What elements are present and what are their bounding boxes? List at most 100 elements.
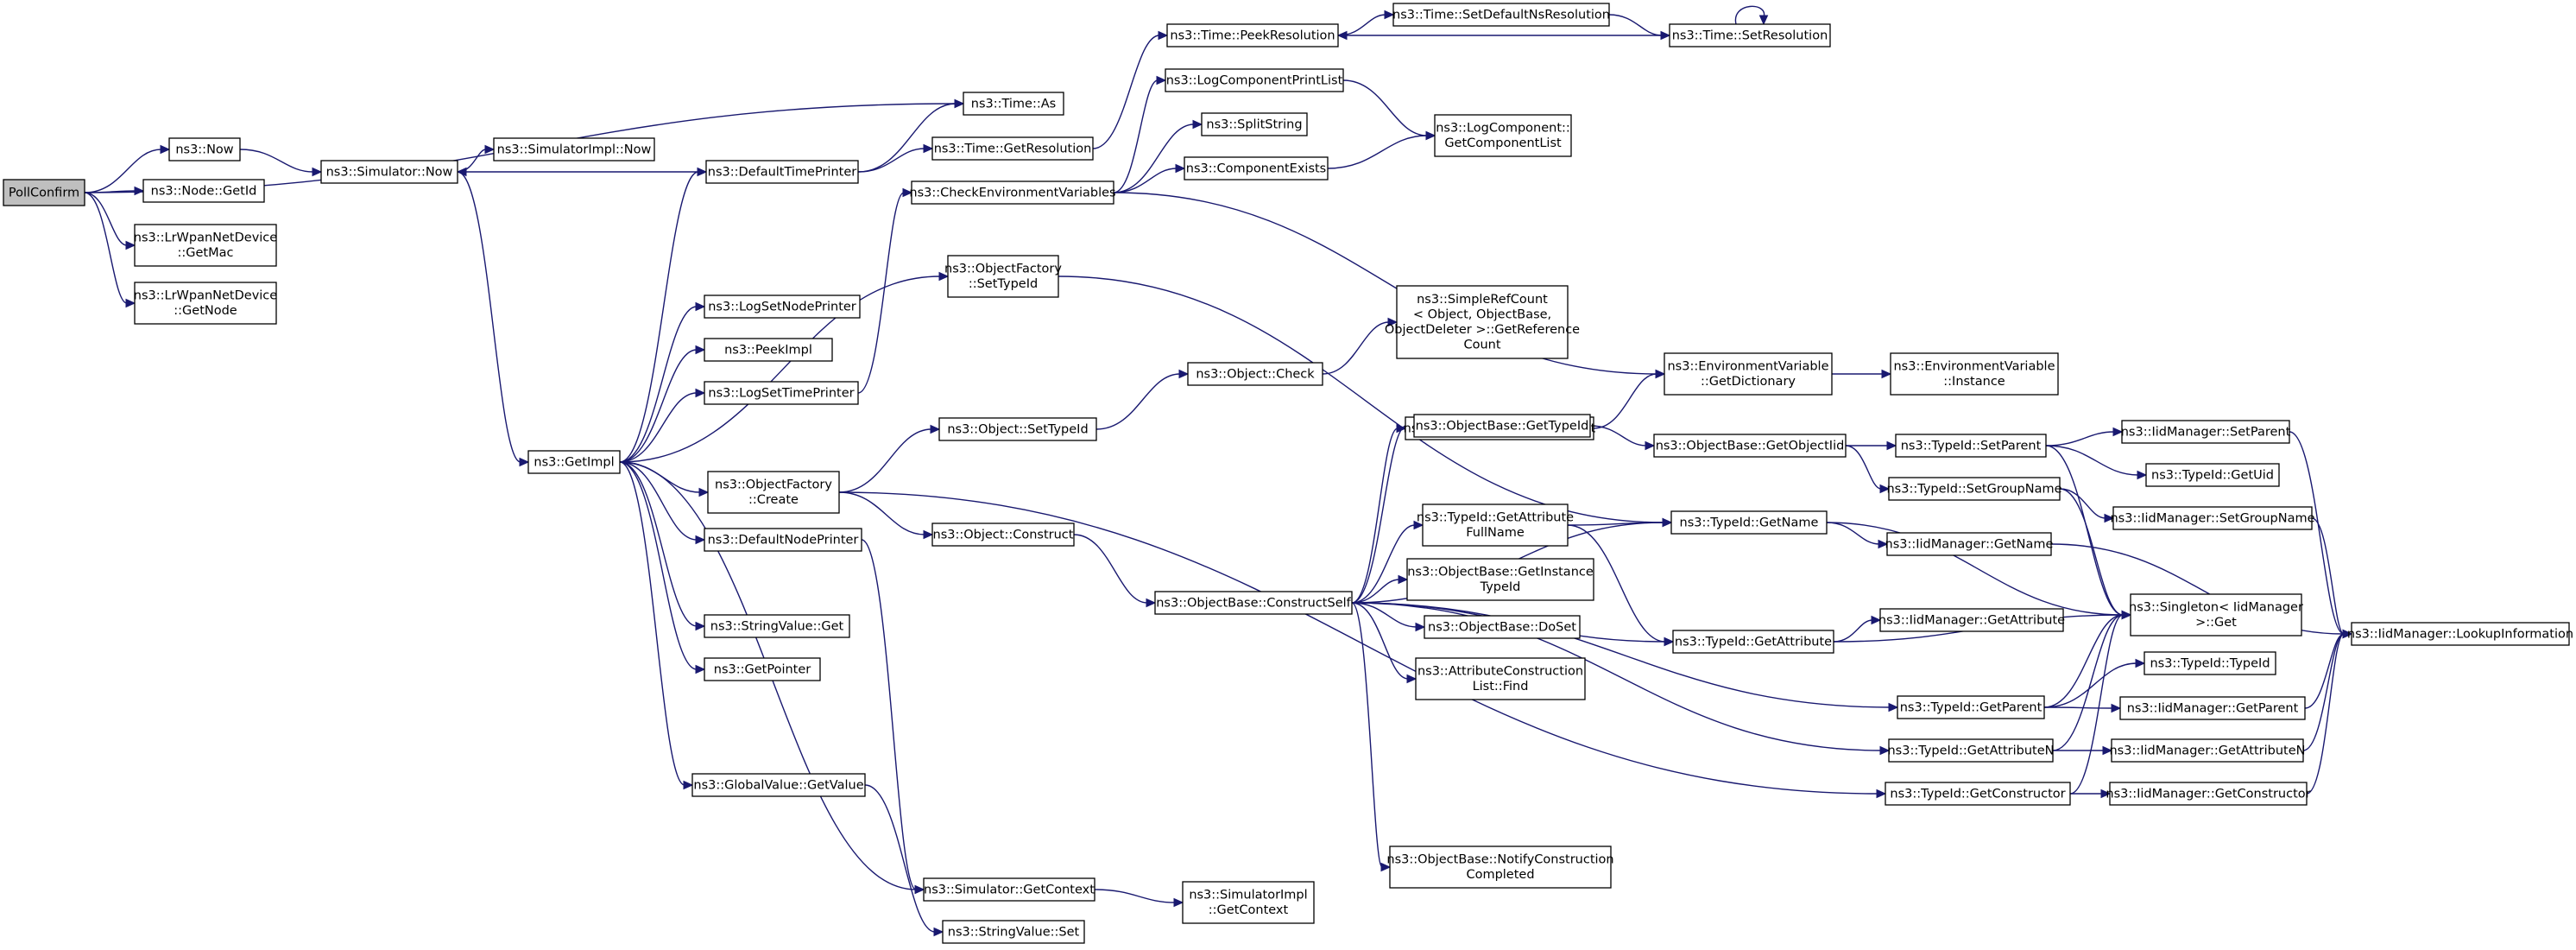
edge-ns3-objectfactory-create-to-ns3-object-settypeid: [838, 424, 941, 493]
edge-ns3-typeid-setparent-to-ns3-typeid-getuid: [2045, 445, 2148, 480]
node-ns3-time-peekresolution[interactable]: ns3::Time::PeekResolution: [1166, 23, 1339, 48]
edge-ns3-objectbase-gettypeid-to-ns3-objectbase-getobjectiid: [1589, 425, 1656, 451]
node-ns3-time-setdefaultnsresolution[interactable]: ns3::Time::SetDefaultNsResolution: [1392, 3, 1610, 27]
node-ns3-iidmanager-getattribute[interactable]: ns3::IidManager::GetAttribute: [1878, 608, 2065, 632]
edge-ns3-iidmanager-getattributen-to-ns3-iidmanager-lookupinformation: [2302, 629, 2353, 751]
node-label: ns3::ObjectFactory: [715, 478, 832, 492]
node-label: ns3::TypeId::TypeId: [2150, 656, 2270, 670]
node-ns3-simulatorimpl-now[interactable]: ns3::SimulatorImpl::Now: [493, 137, 655, 162]
node-ns3-object-construct[interactable]: ns3::Object::Construct: [931, 522, 1075, 547]
node-ns3-iidmanager-getname[interactable]: ns3::IidManager::GetName: [1885, 532, 2054, 556]
node-ns3-getimpl[interactable]: ns3::GetImpl: [527, 450, 621, 474]
node-ns3-splitstring[interactable]: ns3::SplitString: [1201, 112, 1308, 136]
node-ns3-typeid-getattributen[interactable]: ns3::TypeId::GetAttributeN: [1887, 738, 2055, 763]
node-ns3-logcomponent-getcomponentlist[interactable]: ns3::LogComponent::GetComponentList: [1434, 114, 1572, 157]
node-ns3-typeid-getattribute[interactable]: ns3::TypeId::GetAttribute: [1672, 630, 1834, 654]
node-ns3-typeid-getname[interactable]: ns3::TypeId::GetName: [1670, 510, 1828, 535]
node-ns3-object-check[interactable]: ns3::Object::Check: [1187, 362, 1323, 386]
node-ns3-lrwpannetdevice-getmac[interactable]: ns3::LrWpanNetDevice::GetMac: [134, 224, 278, 267]
edge-ns3-objectfactory-settypeid-to-ns3-typeid-getname: [1058, 276, 1673, 528]
node-ns3-typeid-getparent[interactable]: ns3::TypeId::GetParent: [1897, 695, 2045, 719]
node-box: [1166, 23, 1339, 48]
node-label: ::GetNode: [174, 304, 237, 318]
edge-ns3-typeid-getparent-to-ns3-typeid-typeid: [2043, 658, 2146, 708]
node-label: ns3::Simulator::Now: [326, 165, 453, 179]
node-ns3-typeid-getuid[interactable]: ns3::TypeId::GetUid: [2145, 463, 2280, 487]
node-ns3-object-settypeid[interactable]: ns3::Object::SetTypeId: [938, 417, 1097, 441]
node-ns3-iidmanager-lookupinformation[interactable]: ns3::IidManager::LookupInformation: [2347, 622, 2573, 646]
node-ns3-simplerefcount-object-objectbase-objectdeleter-getreference-count[interactable]: ns3::SimpleRefCount< Object, ObjectBase,…: [1385, 285, 1580, 359]
edge-ns3-getimpl-to-ns3-globalvalue-getvalue: [619, 461, 694, 790]
node-ns3-logcomponentprintlist[interactable]: ns3::LogComponentPrintList: [1165, 68, 1344, 92]
node-ns3-getpointer[interactable]: ns3::GetPointer: [704, 657, 821, 681]
node-label: ns3::TypeId::GetParent: [1900, 700, 2042, 714]
node-label: ns3::ObjectBase::GetInstance: [1407, 566, 1594, 580]
node-ns3-iidmanager-getparent[interactable]: ns3::IidManager::GetParent: [2119, 696, 2306, 720]
node-box: [1392, 3, 1610, 27]
node-ns3-iidmanager-setparent[interactable]: ns3::IidManager::SetParent: [2121, 420, 2291, 444]
node-ns3-objectfactory-settypeid[interactable]: ns3::ObjectFactory::SetTypeId: [944, 255, 1062, 298]
node-ns3-typeid-setparent[interactable]: ns3::TypeId::SetParent: [1895, 434, 2047, 458]
node-ns3-environmentvariable-getdictionary[interactable]: ns3::EnvironmentVariable::GetDictionary: [1664, 352, 1833, 396]
node-label: < Object, ObjectBase,: [1413, 308, 1551, 322]
node-ns3-stringvalue-get[interactable]: ns3::StringValue::Get: [704, 614, 850, 638]
node-ns3-iidmanager-getconstructor[interactable]: ns3::IidManager::GetConstructor: [2106, 782, 2311, 806]
node-ns3-objectbase-doset[interactable]: ns3::ObjectBase::DoSet: [1424, 615, 1581, 639]
edge-ns3-object-construct-to-ns3-objectbase-constructself: [1073, 534, 1157, 608]
edge-ns3-logsettimeprinter-to-ns3-checkenvironmentvariables: [857, 187, 913, 394]
node-ns3-typeid-typeid[interactable]: ns3::TypeId::TypeId: [2144, 651, 2276, 675]
edge-ns3-typeid-setgroupname-to-ns3-iidmanager-setgroupname: [2059, 488, 2115, 523]
node-box: [707, 471, 840, 514]
node-ns3-objectfactory-create[interactable]: ns3::ObjectFactory::Create: [707, 471, 840, 514]
node-ns3-typeid-setgroupname[interactable]: ns3::TypeId::SetGroupName: [1886, 477, 2062, 501]
node-ns3-iidmanager-setgroupname[interactable]: ns3::IidManager::SetGroupName: [2110, 506, 2315, 530]
node-label: ns3::LogSetTimePrinter: [708, 386, 854, 400]
node-ns3-iidmanager-getattributen[interactable]: ns3::IidManager::GetAttributeN: [2109, 738, 2306, 763]
node-ns3-defaulttimeprinter[interactable]: ns3::DefaultTimePrinter: [705, 160, 859, 184]
edge-ns3-time-getresolution-to-ns3-time-peekresolution: [1092, 30, 1169, 149]
node-label: ns3::Time::As: [971, 97, 1056, 111]
edge-ns3-simulator-now-to-ns3-getimpl: [457, 171, 530, 467]
node-ns3-now[interactable]: ns3::Now: [168, 137, 241, 162]
node-box: [1895, 434, 2047, 458]
node-ns3-globalvalue-getvalue[interactable]: ns3::GlobalValue::GetValue: [691, 773, 866, 797]
node-ns3-simulator-getcontext[interactable]: ns3::Simulator::GetContext: [923, 877, 1095, 902]
node-ns3-logsettimeprinter[interactable]: ns3::LogSetTimePrinter: [704, 381, 859, 405]
node-box: [1396, 285, 1569, 359]
node-box: [527, 450, 621, 474]
node-ns3-objectbase-gettypeid[interactable]: ns3::ObjectBase::GetTypeId: [1413, 414, 1591, 438]
node-ns3-objectbase-notifyconstruction-completed[interactable]: ns3::ObjectBase::NotifyConstructionCompl…: [1386, 846, 1614, 889]
node-box: [1406, 558, 1594, 601]
node-ns3-objectbase-getobjectiid[interactable]: ns3::ObjectBase::GetObjectIid: [1653, 434, 1847, 458]
node-ns3-node-getid[interactable]: ns3::Node::GetId: [142, 179, 265, 203]
node-ns3-logsetnodeprinter[interactable]: ns3::LogSetNodePrinter: [704, 294, 861, 319]
node-ns3-singleton-iidmanager-get[interactable]: ns3::Singleton< IidManager >::Get: [2129, 593, 2303, 636]
node-ns3-defaultnodeprinter[interactable]: ns3::DefaultNodePrinter: [704, 528, 862, 552]
node-pollconfirm[interactable]: PollConfirm: [3, 179, 85, 206]
edge-ns3-iidmanager-getparent-to-ns3-iidmanager-lookupinformation: [2304, 629, 2353, 709]
node-ns3-simulator-now[interactable]: ns3::Simulator::Now: [320, 160, 458, 184]
node-label: ns3::TypeId::GetUid: [2151, 468, 2274, 482]
node-label: ns3::Time::SetResolution: [1672, 28, 1828, 42]
node-box: [1670, 510, 1828, 535]
node-ns3-time-setresolution[interactable]: ns3::Time::SetResolution: [1669, 23, 1831, 48]
node-ns3-checkenvironmentvariables[interactable]: ns3::CheckEnvironmentVariables: [909, 180, 1116, 205]
node-ns3-environmentvariable-instance[interactable]: ns3::EnvironmentVariable::Instance: [1890, 352, 2059, 396]
node-box: [1154, 591, 1353, 615]
node-ns3-objectbase-constructself[interactable]: ns3::ObjectBase::ConstructSelf: [1154, 591, 1353, 615]
node-ns3-simulatorimpl-getcontext[interactable]: ns3::SimulatorImpl::GetContext: [1182, 881, 1315, 924]
node-ns3-lrwpannetdevice-getnode[interactable]: ns3::LrWpanNetDevice::GetNode: [134, 282, 278, 325]
node-box: [704, 294, 861, 319]
node-box: [1897, 695, 2045, 719]
node-label: ObjectDeleter >::GetReference: [1385, 323, 1580, 337]
node-box: [691, 773, 866, 797]
node-ns3-typeid-getconstructor[interactable]: ns3::TypeId::GetConstructor: [1885, 782, 2071, 806]
node-ns3-time-getresolution[interactable]: ns3::Time::GetResolution: [931, 136, 1094, 161]
node-ns3-componentexists[interactable]: ns3::ComponentExists: [1184, 156, 1329, 180]
node-ns3-stringvalue-set[interactable]: ns3::StringValue::Set: [942, 920, 1085, 944]
node-ns3-time-as[interactable]: ns3::Time::As: [963, 92, 1064, 116]
node-ns3-peekimpl[interactable]: ns3::PeekImpl: [704, 338, 833, 362]
